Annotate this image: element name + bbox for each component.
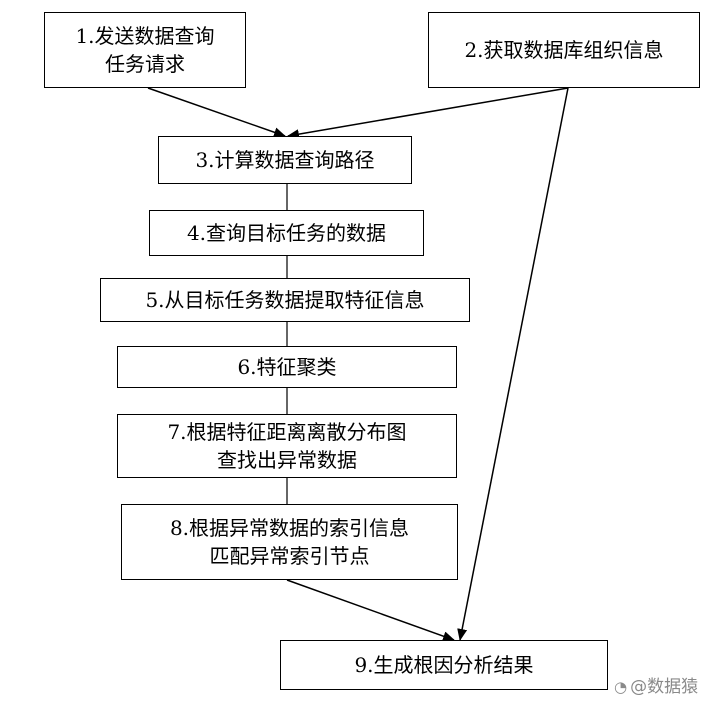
step-6-box: 6.特征聚类 (117, 346, 457, 388)
step-4-box: 4.查询目标任务的数据 (149, 210, 424, 256)
weibo-icon: ◔ (614, 678, 628, 696)
step-7-box: 7.根据特征距离离散分布图 查找出异常数据 (117, 414, 457, 478)
watermark-text: @数据猿 (630, 677, 699, 697)
step-8-box: 8.根据异常数据的索引信息 匹配异常索引节点 (121, 504, 458, 580)
watermark: ◔@数据猿 (614, 672, 698, 697)
step-9-box: 9.生成根因分析结果 (280, 640, 608, 690)
step-3-box: 3.计算数据查询路径 (158, 136, 412, 184)
arrow-step2-to-step9 (457, 87, 569, 641)
step-1-box: 1.发送数据查询 任务请求 (44, 12, 246, 88)
arrow-step2-to-step3 (287, 87, 569, 140)
step-2-box: 2.获取数据库组织信息 (428, 12, 700, 88)
step-5-box: 5.从目标任务数据提取特征信息 (100, 278, 470, 322)
arrow-step1-to-step3 (147, 87, 286, 138)
arrow-step8-to-step9 (286, 579, 455, 641)
